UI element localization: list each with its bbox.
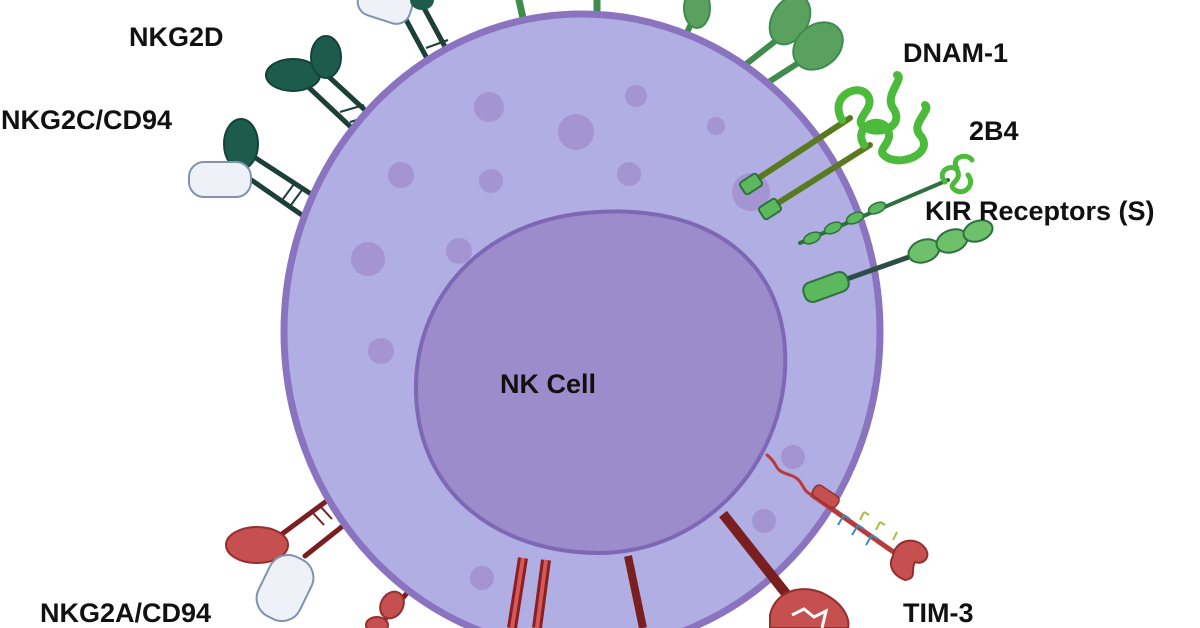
tim-3-receptor bbox=[765, 453, 929, 582]
label-2b4: 2B4 bbox=[969, 116, 1019, 146]
label-dnam-1: DNAM-1 bbox=[903, 38, 1008, 68]
label-nkg2d: NKG2D bbox=[129, 22, 224, 52]
label-nkg2c-cd94: NKG2C/CD94 bbox=[1, 105, 172, 135]
label-kir-receptors-s: KIR Receptors (S) bbox=[925, 196, 1155, 226]
label-nkg2a-cd94: NKG2A/CD94 bbox=[40, 598, 211, 628]
label-nk-cell: NK Cell bbox=[500, 369, 596, 399]
kir-s-receptor bbox=[802, 219, 994, 304]
dnam-1-receptor bbox=[738, 71, 931, 221]
bottom-red-stalks bbox=[507, 510, 850, 628]
label-tim-3: TIM-3 bbox=[903, 598, 974, 628]
nucleus bbox=[413, 209, 788, 556]
2b4-receptor bbox=[798, 153, 975, 245]
